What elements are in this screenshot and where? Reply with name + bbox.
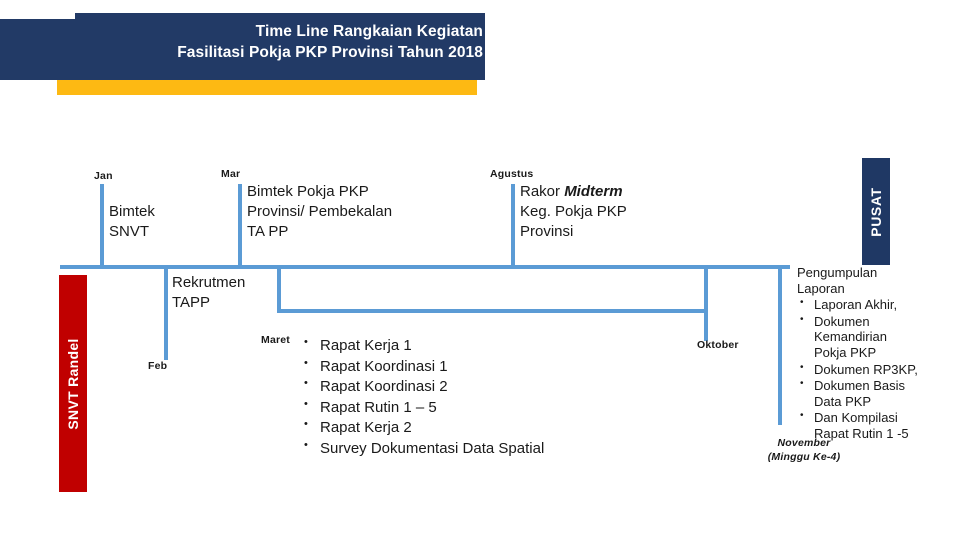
event-bimtek-pokja-line1: Bimtek Pokja PKP — [247, 183, 369, 200]
side-label-snvt-randel: SNVT Randel — [59, 275, 87, 492]
timeline-rail-main — [60, 265, 790, 269]
month-label-mar: Mar — [221, 168, 241, 180]
side-label-pusat: PUSAT — [862, 158, 890, 265]
event-rakor-midterm: Rakor Midterm Keg. Pokja PKP Provinsi — [520, 182, 627, 242]
activity-list: Rapat Kerja 1 Rapat Koordinasi 1 Rapat K… — [300, 335, 590, 460]
event-bimtek-snvt-line2: SNVT — [109, 222, 150, 240]
side-label-pusat-text: PUSAT — [868, 186, 884, 237]
event-bimtek-pokja: Bimtek Pokja PKP Provinsi/ Pembekalan TA… — [247, 182, 392, 242]
event-rakor-midterm-line3: Provinsi — [520, 222, 574, 240]
month-label-agustus: Agustus — [490, 168, 534, 180]
timeline-rail-secondary — [277, 309, 707, 313]
timeline-stem-maret — [277, 265, 281, 313]
page-title-line2: Fasilitasi Pokja PKP Provinsi Tahun 2018 — [177, 43, 483, 61]
month-label-feb: Feb — [148, 360, 168, 372]
event-rakor-midterm-prefix: Rakor — [520, 183, 565, 200]
list-item: Dokumen Kemandirian Pokja PKP — [797, 314, 922, 361]
list-item: Survey Dokumentasi Data Spatial — [300, 438, 590, 460]
list-item: Dokumen Basis Data PKP — [797, 378, 922, 409]
list-item: Laporan Akhir, — [797, 297, 922, 313]
list-item: Rapat Kerja 1 — [300, 335, 590, 357]
report-heading-line2: Laporan — [797, 280, 845, 296]
month-label-november-line2: (Minggu Ke-4) — [767, 451, 841, 464]
event-rakor-midterm-emphasis: Midterm — [564, 183, 623, 200]
month-label-maret: Maret — [261, 334, 291, 346]
timeline-stem-november — [778, 265, 782, 425]
list-item: Rapat Kerja 2 — [300, 417, 590, 439]
event-bimtek-pokja-line3: TA PP — [247, 222, 289, 240]
event-bimtek-pokja-line2: Provinsi/ Pembekalan — [247, 202, 393, 220]
list-item: Rapat Koordinasi 1 — [300, 356, 590, 378]
event-rakor-midterm-line2: Keg. Pokja PKP — [520, 202, 627, 220]
month-label-jan: Jan — [94, 170, 113, 182]
timeline-stem-feb — [164, 265, 168, 360]
month-label-oktober: Oktober — [697, 339, 739, 351]
list-item: Rapat Rutin 1 – 5 — [300, 397, 590, 419]
side-label-snvt-randel-text: SNVT Randel — [65, 337, 81, 430]
header-navy-step — [75, 13, 485, 23]
timeline-stem-agustus — [511, 184, 515, 266]
timeline-stem-oktober — [704, 265, 708, 341]
event-bimtek-snvt: Bimtek SNVT — [109, 202, 155, 242]
event-rakor-midterm-line1: Rakor Midterm — [520, 182, 627, 202]
list-item: Dan Kompilasi Rapat Rutin 1 -5 — [797, 410, 922, 441]
list-item: Dokumen RP3KP, — [797, 362, 922, 378]
header-navy-band — [0, 19, 485, 80]
report-heading: Pengumpulan Laporan — [797, 265, 922, 296]
event-rekrutmen-tapp-line2: TAPP — [172, 293, 211, 311]
event-rekrutmen-tapp: Rekrutmen TAPP — [172, 273, 245, 313]
report-block: Pengumpulan Laporan Laporan Akhir, Dokum… — [797, 265, 922, 442]
page-title: Time Line Rangkaian Kegiatan Fasilitasi … — [0, 22, 483, 64]
timeline-stem-jan — [100, 184, 104, 266]
page-title-line1: Time Line Rangkaian Kegiatan — [255, 23, 483, 40]
timeline-stem-mar — [238, 184, 242, 266]
header-yellow-band — [57, 80, 477, 95]
list-item: Rapat Koordinasi 2 — [300, 376, 590, 398]
event-rekrutmen-tapp-line1: Rekrutmen — [172, 274, 246, 291]
event-bimtek-snvt-line1: Bimtek — [109, 203, 155, 220]
report-heading-line1: Pengumpulan — [797, 265, 878, 280]
